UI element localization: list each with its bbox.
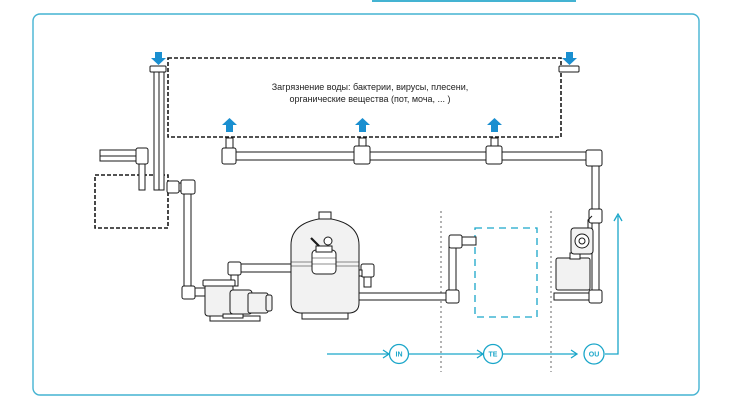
return-bottom-pipe xyxy=(553,292,595,301)
arrow-down-icon xyxy=(562,52,577,65)
balance-tank-outline xyxy=(94,174,169,229)
flow-node-ou-label: OU xyxy=(589,352,600,359)
filter-lid xyxy=(318,211,332,220)
suction-elbow-bottom xyxy=(181,285,196,300)
dosing-line xyxy=(587,215,593,228)
arrow-up-icon xyxy=(355,118,370,132)
inlet-fitting-left xyxy=(149,65,167,73)
return-inlet-1 xyxy=(225,137,234,149)
supply-pipe-bottom xyxy=(99,155,141,162)
pump-strainer xyxy=(204,283,234,317)
flow-node-in-circle xyxy=(388,343,410,365)
return-tee-2 xyxy=(353,145,371,165)
flow-node-ou-circle xyxy=(583,343,605,365)
pressure-gauge xyxy=(323,236,333,246)
treatment-inlet-riser xyxy=(448,243,457,291)
pump-motor-cap xyxy=(265,294,273,312)
supply-drop xyxy=(138,163,146,191)
chemical-tank xyxy=(555,257,591,291)
suction-elbow-top xyxy=(166,180,180,194)
dosing-station xyxy=(555,215,594,291)
caption-line-2: органические вещества (пот, моча, ... ) xyxy=(289,94,451,104)
arrow-up-icon xyxy=(487,118,502,132)
dosing-pump-knob xyxy=(578,237,586,245)
pump-riser-elbow xyxy=(227,261,242,276)
pump-strainer-lid xyxy=(202,279,236,287)
supply-pipe-top xyxy=(99,149,141,157)
multiport-valve-top xyxy=(315,245,333,253)
return-top-elbow xyxy=(585,149,603,167)
treatment-unit-placeholder xyxy=(474,227,538,318)
suction-elbow xyxy=(180,179,196,195)
arrowhead-to-ou xyxy=(570,349,579,359)
pump-motor xyxy=(247,292,269,314)
pump-foot xyxy=(222,313,244,319)
flow-node-te-circle xyxy=(482,343,504,365)
multiport-valve xyxy=(311,249,337,275)
return-inlet-3 xyxy=(490,137,499,147)
treatment-inlet-top-elbow xyxy=(448,234,463,249)
sand-filter xyxy=(290,211,360,320)
return-tee-3 xyxy=(485,145,503,165)
caption-line-1: Загрязнение воды: бактерии, вирусы, плес… xyxy=(271,82,469,92)
return-manifold xyxy=(235,151,587,161)
inlet-pipe-left-a xyxy=(153,66,160,191)
flow-node-in-label: IN xyxy=(396,352,403,359)
contamination-arrows xyxy=(151,52,577,132)
arrowhead-return-up xyxy=(613,212,623,222)
return-manifold-left-elbow xyxy=(221,147,237,165)
arrow-up-icon xyxy=(222,118,237,132)
valve-handle xyxy=(310,237,320,247)
arrow-down-icon xyxy=(151,52,166,65)
return-riser xyxy=(591,165,600,291)
return-inlet-2 xyxy=(358,137,367,147)
treatment-inlet-stub xyxy=(461,236,477,246)
filter-base xyxy=(301,312,349,320)
return-bottom-elbow xyxy=(588,289,603,304)
treatment-inlet-elbow xyxy=(445,289,460,304)
flow-node-te: TE xyxy=(482,343,504,365)
overflow-fitting-right xyxy=(558,65,580,73)
flow-node-ou: OU xyxy=(583,343,605,365)
filter-return-drop xyxy=(363,276,372,288)
pipework xyxy=(99,65,603,304)
flow-node-in: IN xyxy=(388,343,410,365)
diagram-frame xyxy=(32,13,700,396)
inlet-pipe-left-b xyxy=(158,66,165,191)
suction-vertical xyxy=(183,193,192,289)
supply-elbow xyxy=(135,147,149,165)
flow-node-te-label: TE xyxy=(489,352,498,359)
return-tee xyxy=(588,208,603,224)
pool-dashed-outline xyxy=(167,57,562,138)
pump xyxy=(202,279,273,322)
filter-return-elbow xyxy=(360,263,375,278)
flow-segment-ou-return xyxy=(605,216,619,355)
contamination-caption: Загрязнение воды: бактерии, вирусы, плес… xyxy=(210,81,530,105)
